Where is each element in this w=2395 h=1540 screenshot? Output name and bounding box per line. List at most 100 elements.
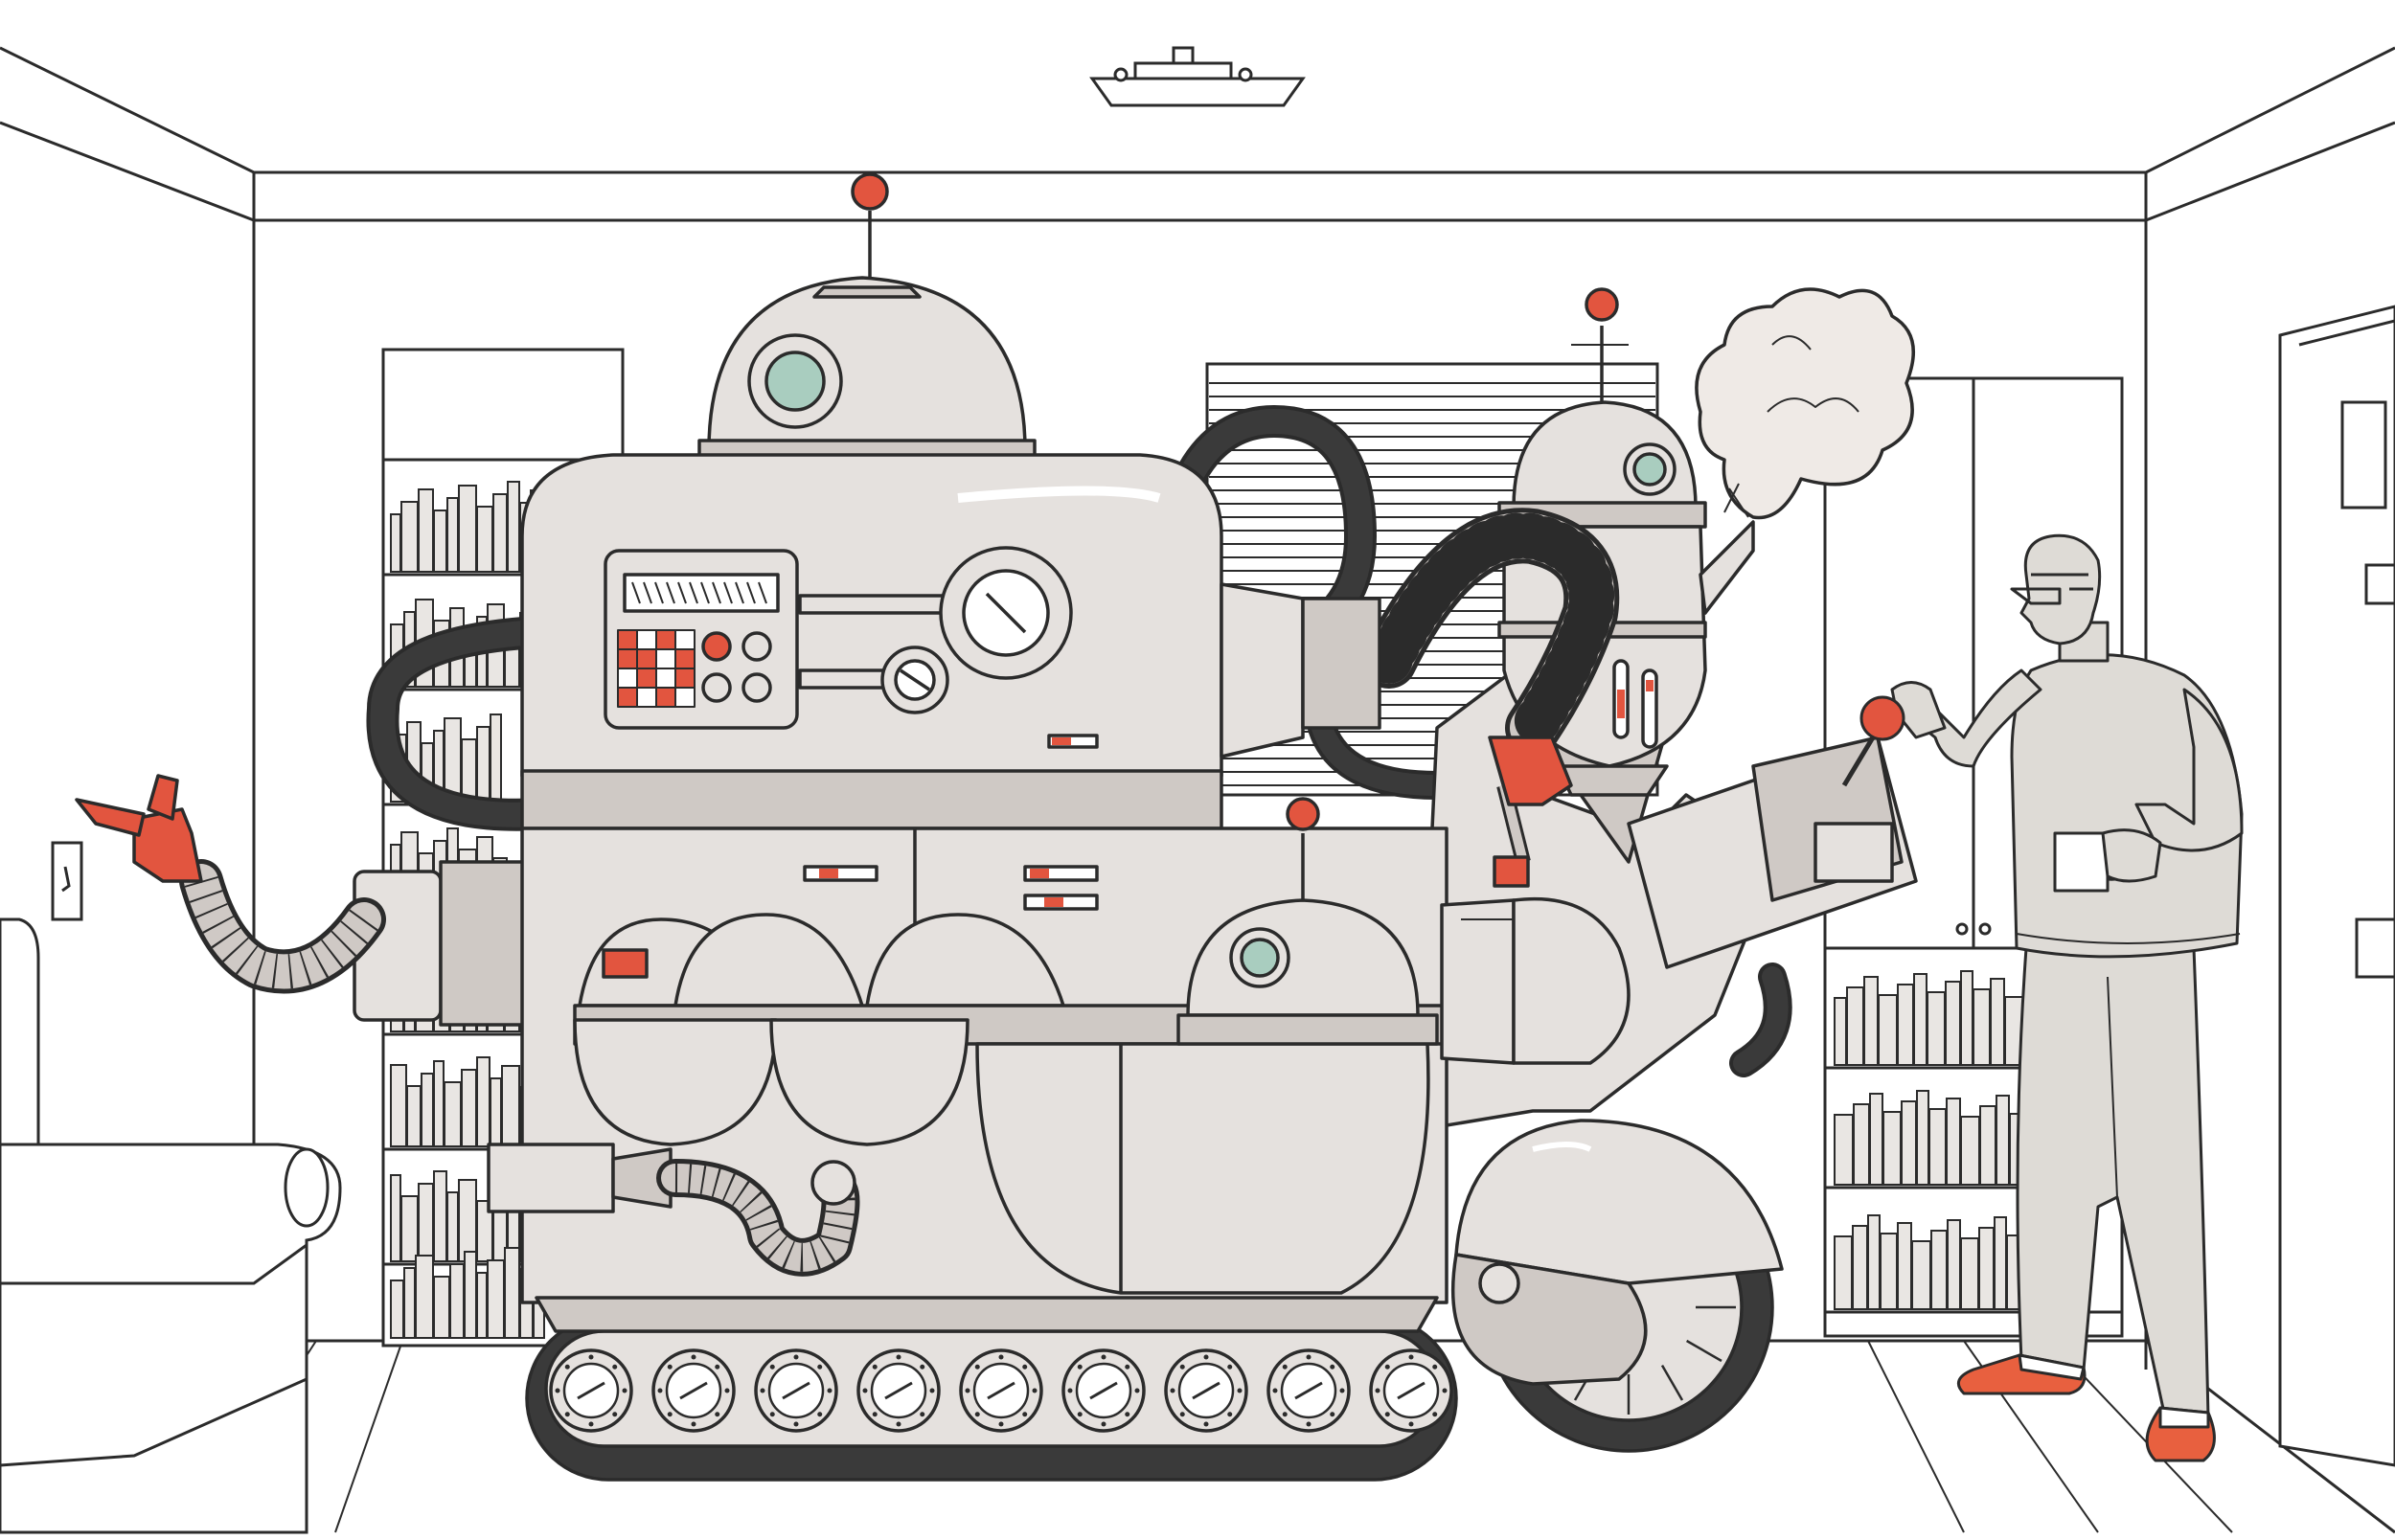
book bbox=[487, 1259, 505, 1339]
book bbox=[461, 738, 477, 803]
book bbox=[390, 1280, 404, 1339]
panel-cell bbox=[617, 648, 638, 669]
panel-cell bbox=[655, 648, 676, 669]
book bbox=[461, 1069, 477, 1147]
red-dial-knob bbox=[1841, 695, 1905, 787]
robot-tread bbox=[525, 1315, 1458, 1482]
book bbox=[415, 1255, 434, 1339]
book bbox=[1834, 1235, 1853, 1310]
tread-wheels bbox=[549, 1348, 1453, 1433]
book bbox=[390, 1174, 401, 1262]
book bbox=[476, 1056, 490, 1147]
book bbox=[433, 510, 447, 573]
book bbox=[1901, 1100, 1917, 1186]
panel-cell bbox=[674, 687, 696, 708]
book bbox=[1834, 1114, 1854, 1186]
book bbox=[1928, 1108, 1947, 1186]
panel-cell bbox=[674, 648, 696, 669]
panel-cell bbox=[617, 687, 638, 708]
book bbox=[1882, 1111, 1902, 1186]
robot-control-panel bbox=[604, 549, 799, 730]
ceiling-edge bbox=[0, 46, 2395, 174]
man-with-coffee bbox=[1841, 533, 2244, 1462]
book bbox=[446, 1191, 459, 1262]
book bbox=[418, 488, 434, 573]
book bbox=[490, 1077, 502, 1147]
book bbox=[433, 1276, 450, 1339]
book bbox=[476, 506, 493, 573]
steam-cloud bbox=[1695, 287, 1915, 520]
book bbox=[1930, 1230, 1948, 1310]
book bbox=[400, 501, 419, 573]
book bbox=[1916, 1090, 1929, 1186]
book bbox=[1996, 1095, 2010, 1186]
book bbox=[1960, 1116, 1980, 1186]
book bbox=[458, 1179, 477, 1262]
book bbox=[1863, 976, 1879, 1066]
ceiling-lamp-icon bbox=[1089, 46, 1306, 107]
robot-segmented-hose bbox=[1361, 508, 1620, 756]
book bbox=[449, 1263, 465, 1339]
book bbox=[1946, 1098, 1961, 1186]
book bbox=[1994, 1216, 2007, 1310]
book bbox=[1853, 1103, 1870, 1186]
robot-small-arm bbox=[1488, 736, 1573, 888]
book bbox=[1973, 988, 1991, 1066]
book bbox=[1978, 1227, 1995, 1310]
coffee-mug-icon bbox=[2053, 828, 2162, 893]
book bbox=[1880, 1233, 1898, 1310]
book bbox=[464, 1251, 477, 1339]
book bbox=[1878, 994, 1898, 1066]
book bbox=[446, 497, 459, 573]
book bbox=[1869, 1093, 1883, 1186]
book bbox=[1947, 1219, 1961, 1310]
book bbox=[1960, 1237, 1979, 1310]
robot-left-arm bbox=[75, 774, 529, 1027]
robot-big-wheel bbox=[1451, 1119, 1784, 1453]
book bbox=[444, 1081, 462, 1147]
panel-cell bbox=[617, 629, 638, 650]
book bbox=[1945, 981, 1961, 1066]
panel-cell bbox=[674, 668, 696, 689]
book bbox=[1911, 1240, 1931, 1310]
panel-cell bbox=[636, 629, 657, 650]
right-bookcase-books bbox=[1834, 970, 2028, 1310]
book bbox=[476, 1272, 488, 1339]
panel-cell bbox=[636, 687, 657, 708]
book bbox=[507, 481, 520, 573]
book bbox=[504, 1247, 520, 1339]
robot-machine-icon bbox=[75, 172, 1918, 1482]
book bbox=[406, 1085, 422, 1147]
robot-lower-body bbox=[487, 797, 1448, 1333]
book bbox=[458, 485, 477, 573]
book bbox=[421, 1073, 434, 1147]
book bbox=[1990, 978, 2005, 1066]
book bbox=[390, 513, 401, 573]
panel-cell bbox=[655, 629, 676, 650]
book bbox=[1867, 1214, 1881, 1310]
light-switch-icon bbox=[51, 841, 83, 921]
book bbox=[1913, 973, 1927, 1066]
robot-main-body bbox=[520, 172, 1223, 830]
book bbox=[492, 493, 508, 573]
panel-cell bbox=[636, 668, 657, 689]
robot-gauges bbox=[798, 546, 1073, 714]
book bbox=[1979, 1105, 1996, 1186]
panel-cell bbox=[617, 668, 638, 689]
book bbox=[1834, 997, 1847, 1066]
book bbox=[1897, 984, 1914, 1066]
book bbox=[1846, 986, 1864, 1066]
book bbox=[501, 1065, 520, 1147]
armchair bbox=[0, 917, 342, 1534]
book bbox=[1960, 970, 1973, 1066]
doorway bbox=[2278, 305, 2395, 1467]
crown-molding bbox=[0, 121, 2395, 222]
book bbox=[418, 1183, 434, 1262]
panel-cell bbox=[655, 687, 676, 708]
book bbox=[1852, 1225, 1868, 1310]
book bbox=[403, 1267, 416, 1339]
panel-cell bbox=[674, 629, 696, 650]
robot-side-connector bbox=[1220, 582, 1631, 1065]
